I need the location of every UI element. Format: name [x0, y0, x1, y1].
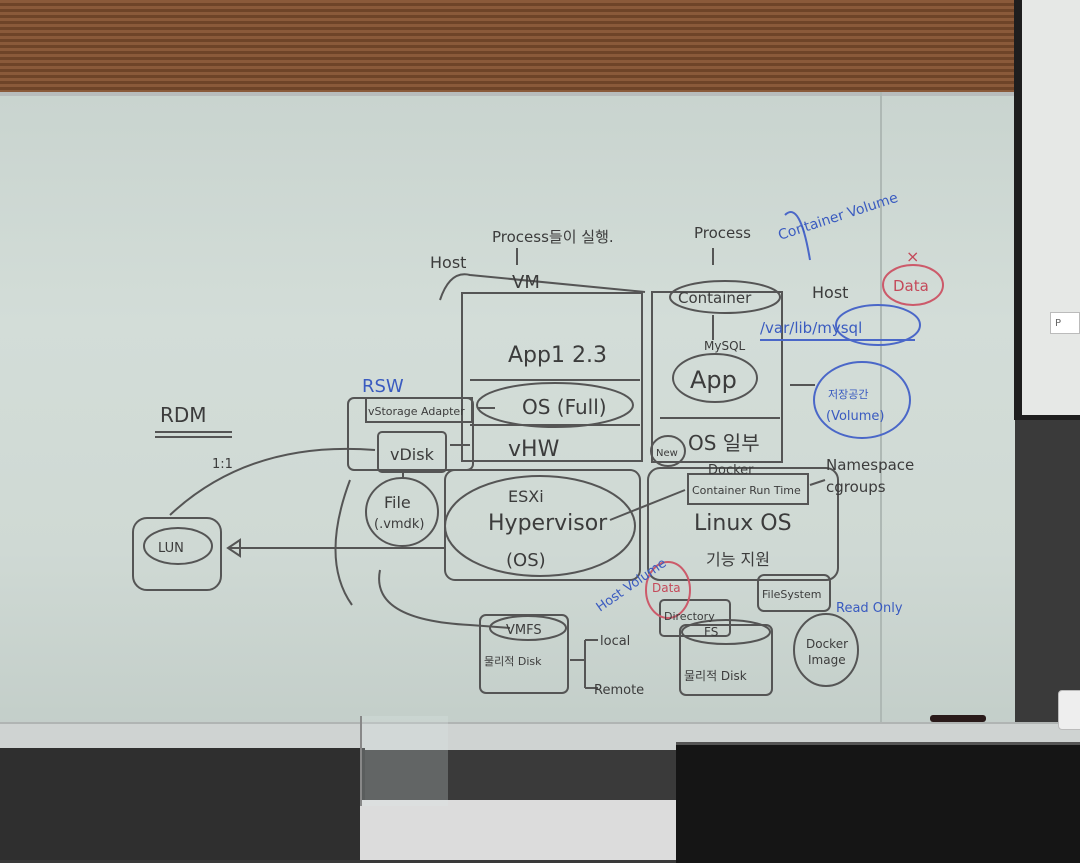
label-var-lib-mysql: /var/lib/mysql — [760, 319, 862, 337]
whiteboard-seam — [880, 92, 882, 732]
label-vm: VM — [512, 272, 540, 293]
vdisk-box — [377, 431, 447, 473]
label-vdisk: vDisk — [390, 445, 435, 464]
container-oval — [669, 280, 781, 314]
volume-oval — [813, 361, 911, 439]
label-cgroups: cgroups — [826, 478, 886, 496]
monitor-back — [676, 742, 1080, 863]
projector-screen — [1022, 0, 1080, 415]
host-outline — [439, 273, 646, 301]
label-process-container: Process — [694, 224, 751, 242]
hypervisor-runtime-arrow — [609, 489, 686, 521]
label-hypervisor: Hypervisor — [488, 511, 608, 536]
hypervisor-oval — [444, 475, 636, 577]
label-new: New — [656, 448, 678, 459]
label-esxi: ESXi — [508, 487, 544, 506]
label-host-left: Host — [430, 253, 466, 272]
label-app-container: App — [690, 366, 737, 394]
marker — [930, 715, 986, 722]
mysql-oval — [835, 304, 921, 346]
vstorage-label-box — [365, 397, 473, 423]
label-host-right: Host — [812, 283, 848, 302]
new-circle — [650, 435, 686, 467]
desk-left — [0, 748, 365, 860]
rdm-arrow — [169, 447, 376, 516]
data-top-oval — [882, 264, 944, 306]
label-directory: Directory — [664, 610, 715, 623]
lun-oval — [143, 527, 213, 565]
right-disk — [679, 624, 773, 696]
label-docker: Docker — [708, 463, 754, 478]
lun-arrow-head — [226, 538, 241, 558]
label-namespace: Namespace — [826, 456, 914, 474]
vmfs-disk — [479, 614, 569, 694]
label-hypervisor-os: (OS) — [506, 550, 546, 571]
label-file: File — [384, 493, 411, 512]
label-rdm: RDM — [160, 403, 207, 427]
docker-image-oval — [793, 613, 859, 687]
label-app-vm: App1 2.3 — [508, 343, 607, 368]
whiteboard — [0, 92, 1015, 746]
label-read-only: Read Only — [836, 601, 903, 616]
label-container-volume: Container Volume — [776, 190, 900, 244]
label-mysql: MySQL — [704, 339, 746, 353]
label-lun: LUN — [158, 541, 184, 556]
label-remote: Remote — [594, 683, 644, 698]
label-local: local — [600, 634, 630, 649]
label-container: Container — [678, 289, 752, 307]
label-runtime: Container Run Time — [692, 484, 801, 497]
vmfs-arrow — [378, 569, 511, 629]
label-volume: (Volume) — [826, 409, 885, 424]
left-curve — [334, 479, 353, 606]
directory-box — [659, 599, 731, 637]
wood-wall — [0, 0, 1080, 100]
label-os-full: OS (Full) — [522, 395, 607, 419]
file-oval — [365, 477, 439, 547]
vmfs-disk-top — [489, 615, 567, 641]
label-volume-korean: 저장공간 — [828, 388, 868, 401]
label-data-top: Data — [893, 277, 929, 295]
namespace-arrow — [809, 479, 826, 486]
app-oval — [672, 353, 758, 403]
label-rdm-ratio: 1:1 — [212, 457, 233, 472]
label-vstorage: vStorage Adapter — [368, 405, 465, 418]
docker-host-box — [647, 467, 839, 581]
glass-partition — [360, 716, 448, 806]
x-mark: × — [906, 247, 919, 266]
label-os-partial: OS 일부 — [688, 431, 760, 455]
runtime-box — [687, 473, 809, 505]
right-disk-top — [681, 619, 771, 645]
label-data-bottom: Data — [652, 581, 681, 595]
data-bottom-oval — [645, 561, 691, 619]
label-rsw: RSW — [362, 376, 404, 397]
lun-box — [132, 517, 222, 591]
label-linux-os: Linux OS — [694, 511, 792, 536]
label-vmfs: VMFS — [506, 623, 542, 638]
label-process-vm: Process들이 실행. — [492, 228, 614, 246]
label-vmdk: (.vmdk) — [374, 517, 424, 532]
cup — [1058, 690, 1080, 730]
vm-box — [461, 292, 643, 462]
container-volume-arrow — [784, 211, 811, 261]
os-full-oval — [476, 382, 634, 428]
label-vhw: vHW — [508, 437, 560, 462]
label-filesystem: FileSystem — [762, 588, 821, 601]
desk-middle — [360, 800, 680, 860]
label-fs: FS — [704, 625, 718, 639]
label-physical-disk-right: 물리적 Disk — [684, 669, 747, 683]
filesystem-box — [757, 574, 831, 612]
label-docker-image-2: Image — [808, 653, 846, 667]
label-docker-image-1: Docker — [806, 637, 848, 651]
label-feature: 기능 지원 — [706, 550, 770, 569]
container-box — [651, 291, 783, 463]
label-physical-disk-left: 물리적 Disk — [484, 655, 542, 668]
local-remote-bracket — [570, 639, 598, 689]
